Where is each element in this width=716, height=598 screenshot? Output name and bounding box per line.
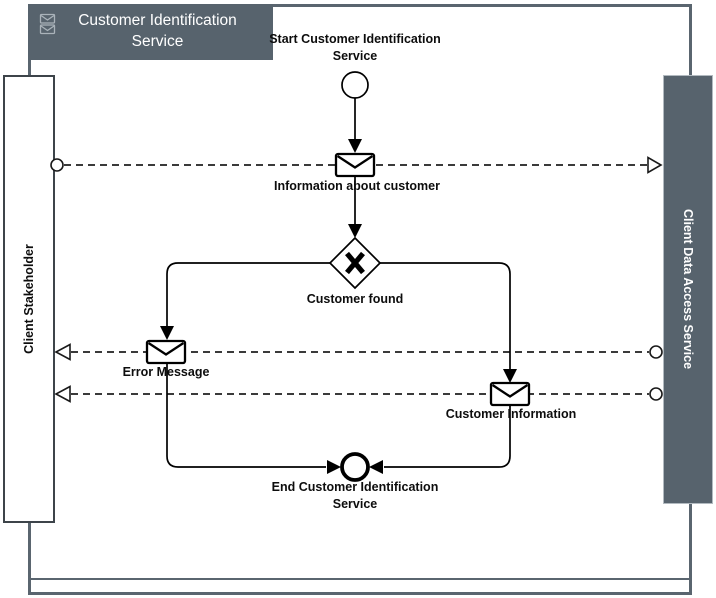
message-info-label: Information about customer: [274, 179, 440, 193]
stacked-envelopes-icon: [39, 13, 56, 35]
message-flow-source-circle: [649, 345, 663, 359]
start-event-circle: [341, 71, 369, 99]
sequence-flow-info-to-gateway[interactable]: [348, 176, 362, 238]
start-event[interactable]: [341, 71, 369, 99]
message-flow-source-circle: [649, 387, 663, 401]
message-flow-open-arrowhead: [54, 385, 71, 403]
filled-arrowhead: [503, 369, 517, 383]
message-envelope-error-message[interactable]: [145, 339, 187, 365]
end-event[interactable]: [340, 452, 370, 482]
sequence-flow-line: [166, 363, 326, 468]
pool-bottom-band-divider: [30, 578, 689, 580]
lane-client-stakeholder[interactable]: Client Stakeholder: [3, 75, 55, 523]
envelope-body: [489, 381, 531, 407]
filled-arrowhead: [348, 139, 362, 153]
sequence-flow-line: [166, 262, 330, 335]
filled-arrowhead: [160, 326, 174, 340]
envelope-body: [145, 339, 187, 365]
message-flow-customer-information[interactable]: [54, 385, 663, 403]
gateway-customer-found[interactable]: [328, 236, 382, 290]
envelope-flap: [491, 384, 529, 398]
gateway-label: Customer found: [306, 292, 404, 306]
message-envelope-information-about-customer[interactable]: [334, 152, 376, 178]
lane-client-data-access-service-label: Client Data Access Service: [681, 209, 695, 370]
envelope-flap: [336, 155, 374, 169]
pool-header[interactable]: Customer Identification Service: [28, 4, 273, 60]
message-flow-source-circle: [50, 158, 64, 172]
filled-arrowhead: [327, 460, 341, 474]
sequence-flow-gateway-to-error[interactable]: [160, 262, 330, 340]
message-customer-info-label: Customer Information: [445, 407, 577, 421]
message-flow-open-arrowhead: [647, 156, 663, 174]
end-event-label: End Customer Identification Service: [271, 480, 439, 511]
message-flow-open-arrowhead: [54, 343, 71, 361]
start-event-label: Start Customer Identification Service: [269, 32, 441, 63]
lane-client-data-access-service[interactable]: Client Data Access Service: [663, 75, 713, 504]
message-error-label: Error Message: [122, 365, 210, 379]
end-event-circle: [340, 452, 370, 482]
envelope-body: [334, 152, 376, 178]
sequence-flow-start-to-info[interactable]: [348, 98, 362, 153]
sequence-flow-gateway-to-customer-info[interactable]: [380, 262, 517, 383]
filled-arrowhead: [369, 460, 383, 474]
pool-title: Customer Identification Service: [78, 12, 237, 50]
envelope-flap: [147, 342, 185, 356]
sequence-flow-customer-info-to-end[interactable]: [369, 405, 511, 474]
filled-arrowhead: [348, 224, 362, 238]
gateway-x-mark: [345, 251, 365, 275]
sequence-flow-error-to-end[interactable]: [166, 363, 341, 474]
message-envelope-customer-information[interactable]: [489, 381, 531, 407]
sequence-flow-line: [384, 405, 511, 468]
sequence-flow-line: [380, 262, 511, 378]
